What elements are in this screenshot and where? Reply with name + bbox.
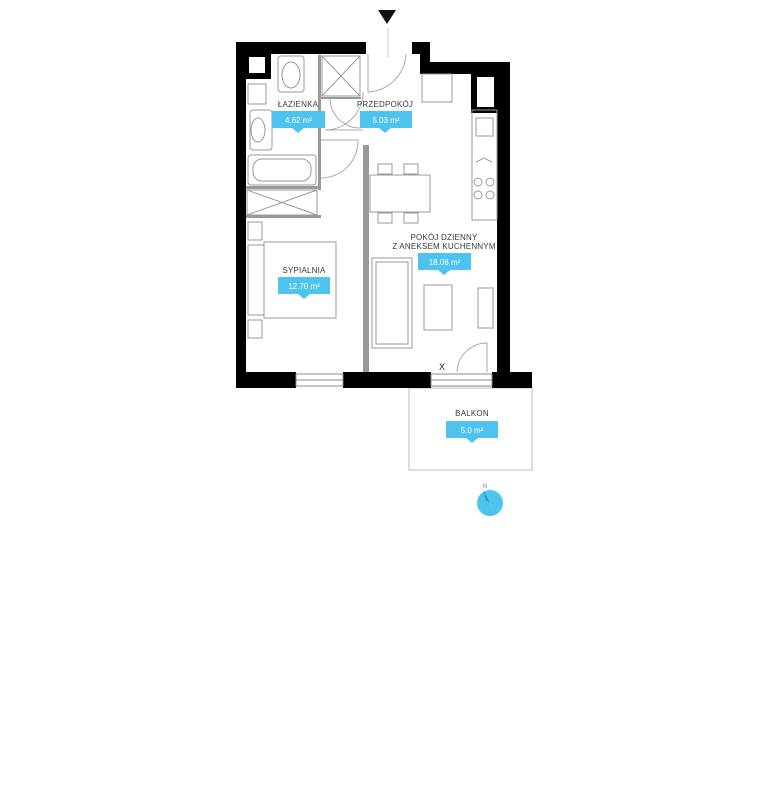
room-label-balkon: BALKON 5.0 m²: [446, 409, 498, 443]
room-name: BALKON: [455, 409, 489, 418]
room-area: 5.03 m²: [372, 116, 399, 125]
area-badge: [418, 253, 471, 275]
room-name-line2: Z ANEKSEM KUCHENNYM: [392, 242, 496, 251]
room-label-przedpokoj: PRZEDPOKÓJ 5.03 m²: [357, 100, 413, 133]
living-furniture: [371, 257, 494, 349]
room-name: PRZEDPOKÓJ: [357, 100, 413, 109]
exterior-walls: [236, 42, 532, 388]
bathroom-fixtures: [247, 55, 361, 186]
room-area: 12.70 m²: [288, 282, 320, 291]
room-name-line1: POKÓJ DZIENNY: [410, 233, 478, 242]
door-mark: X: [439, 362, 445, 372]
room-area: 18.08 m²: [429, 258, 461, 267]
area-badge: [360, 111, 412, 133]
room-label-pokoj-dzienny: POKÓJ DZIENNY Z ANEKSEM KUCHENNYM 18.08 …: [392, 233, 496, 275]
compass-north-label: N: [483, 484, 487, 490]
doors: [320, 53, 488, 373]
bedroom-furniture: [247, 221, 337, 339]
area-badge: [272, 111, 325, 133]
kitchen-counter: [471, 109, 498, 221]
compass-icon: N: [477, 484, 503, 516]
area-badge: [278, 277, 330, 299]
room-label-sypialnia: SYPIALNIA 12.70 m²: [278, 266, 330, 299]
room-label-lazienka: ŁAZIENKA 4.62 m²: [272, 100, 325, 133]
entrance-arrow-icon: [378, 10, 396, 24]
room-area: 5.0 m²: [461, 426, 484, 435]
room-name: ŁAZIENKA: [278, 100, 319, 109]
area-badge: [446, 421, 498, 443]
room-name: SYPIALNIA: [282, 266, 326, 275]
balcony-outline: [408, 387, 533, 471]
storage-units: [246, 73, 453, 216]
dining-set: [369, 163, 431, 224]
windows: [295, 373, 493, 387]
room-area: 4.62 m²: [285, 116, 312, 125]
